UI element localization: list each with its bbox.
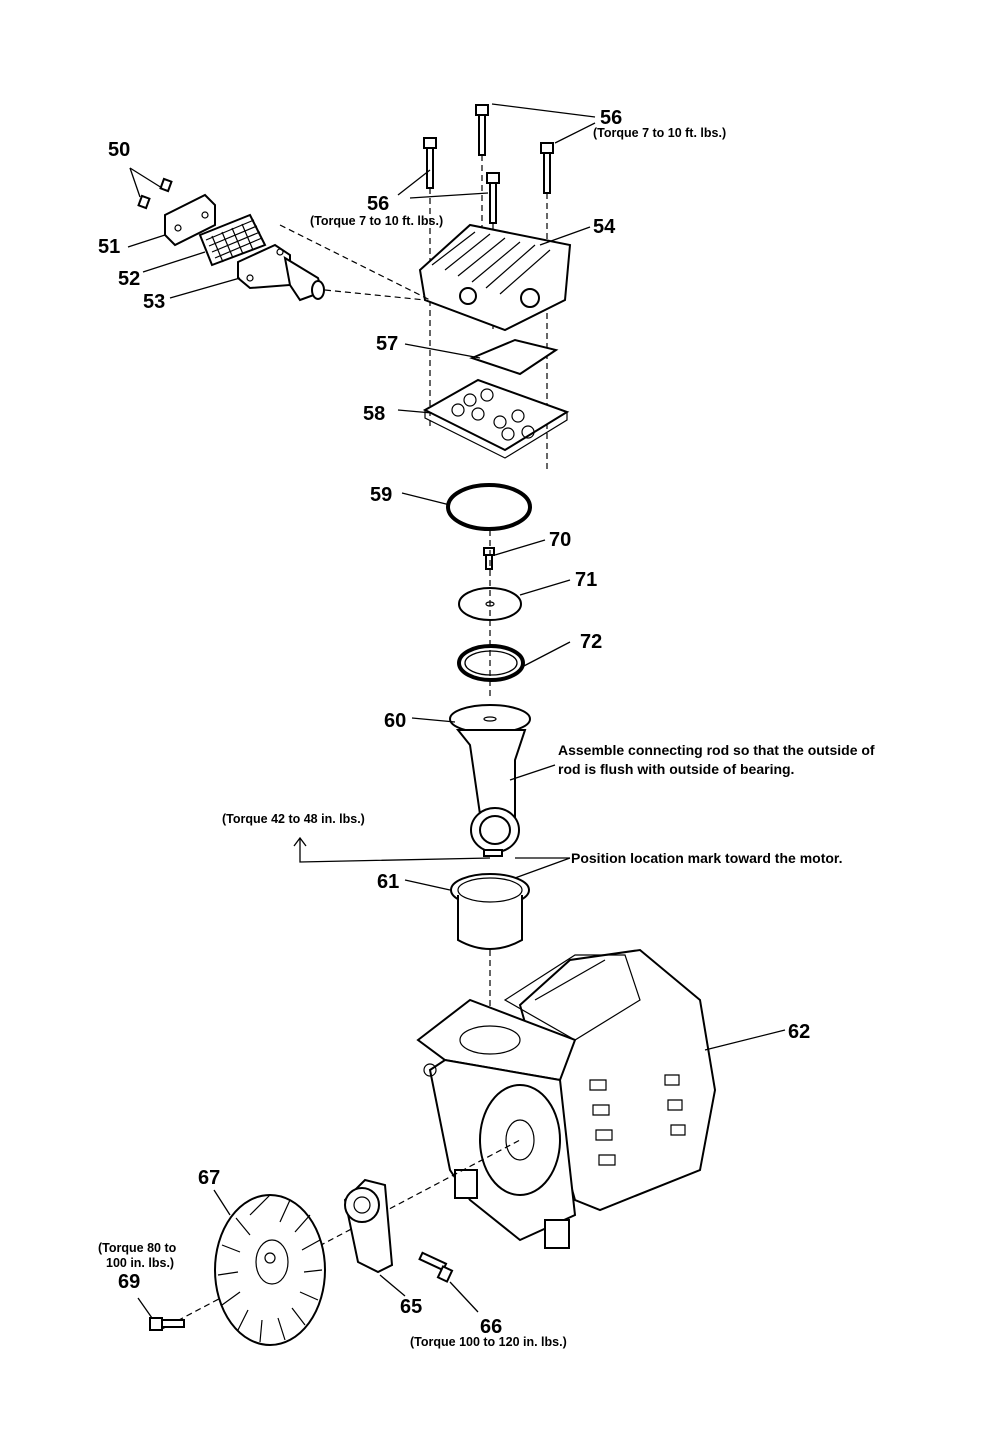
piston-ring bbox=[457, 644, 525, 682]
head-gasket bbox=[469, 338, 559, 376]
torque-69-line2: 100 in. lbs.) bbox=[106, 1256, 174, 1270]
label-67: 67 bbox=[198, 1167, 220, 1189]
o-ring bbox=[446, 483, 532, 531]
leader-lines bbox=[127, 103, 786, 1319]
torque-56-top: (Torque 7 to 10 ft. lbs.) bbox=[593, 126, 726, 140]
valve-plate bbox=[422, 378, 570, 459]
note-rod-line2: rod is flush with outside of bearing. bbox=[558, 761, 794, 777]
intake-filter bbox=[137, 177, 325, 302]
label-65: 65 bbox=[400, 1296, 422, 1318]
label-56-mid: 56 bbox=[367, 193, 389, 215]
retainer-screw bbox=[483, 547, 495, 570]
label-52: 52 bbox=[118, 268, 140, 290]
motor-crankcase bbox=[416, 948, 717, 1249]
note-rod-line1: Assemble connecting rod so that the outs… bbox=[558, 742, 875, 758]
label-59: 59 bbox=[370, 484, 392, 506]
torque-56-mid: (Torque 7 to 10 ft. lbs.) bbox=[310, 214, 443, 228]
head-bolts bbox=[423, 104, 554, 224]
fan-bolt bbox=[149, 1317, 185, 1331]
label-56-top: 56 bbox=[600, 107, 622, 129]
label-57: 57 bbox=[376, 333, 398, 355]
label-51: 51 bbox=[98, 236, 120, 258]
label-50: 50 bbox=[108, 139, 130, 161]
label-66: 66 bbox=[480, 1316, 502, 1338]
note-location-mark: Position location mark toward the motor. bbox=[571, 850, 842, 866]
label-71: 71 bbox=[575, 569, 597, 591]
set-screw bbox=[418, 1251, 454, 1283]
label-58: 58 bbox=[363, 403, 385, 425]
label-53: 53 bbox=[143, 291, 165, 313]
label-60: 60 bbox=[384, 710, 406, 732]
connecting-rod bbox=[449, 704, 531, 857]
label-61: 61 bbox=[377, 871, 399, 893]
label-69: 69 bbox=[118, 1271, 140, 1293]
torque-61: (Torque 42 to 48 in. lbs.) bbox=[222, 812, 365, 826]
torque-69-line1: (Torque 80 to bbox=[98, 1241, 177, 1255]
cylinder-head bbox=[418, 223, 572, 332]
label-70: 70 bbox=[549, 529, 571, 551]
eccentric bbox=[343, 1178, 394, 1274]
label-72: 72 bbox=[580, 631, 602, 653]
label-62: 62 bbox=[788, 1021, 810, 1043]
label-54: 54 bbox=[593, 216, 616, 238]
torque-66: (Torque 100 to 120 in. lbs.) bbox=[410, 1335, 567, 1349]
bearing bbox=[450, 873, 530, 950]
flywheel-fan bbox=[214, 1194, 326, 1346]
